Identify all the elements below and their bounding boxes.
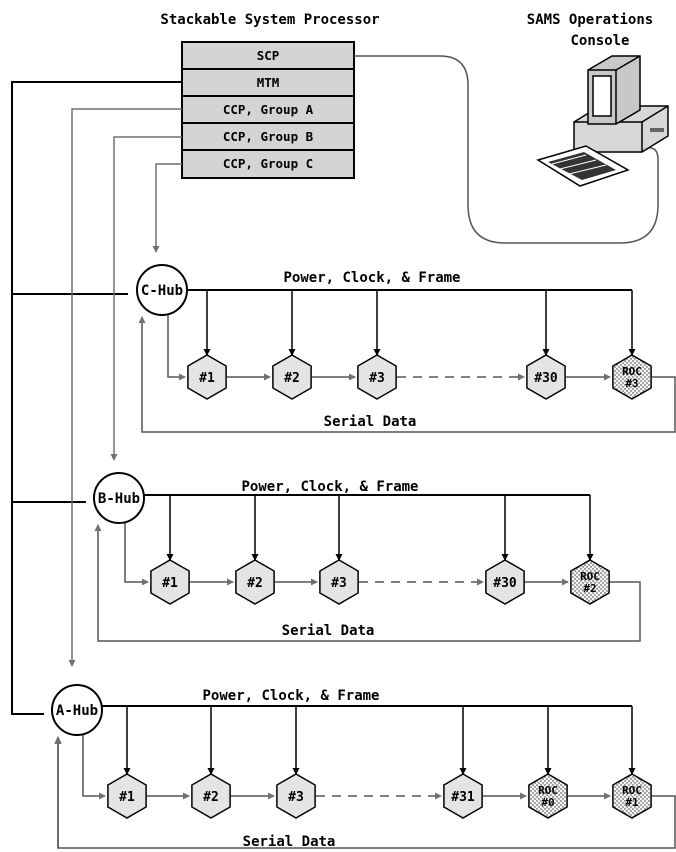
hub-label: C-Hub xyxy=(141,283,183,299)
hub-to-first-node-line xyxy=(83,732,105,796)
stack-row-ccp-a: CCP, Group A xyxy=(182,96,354,123)
roc-number-label: #3 xyxy=(625,377,638,390)
node-number-label: #30 xyxy=(493,576,517,591)
processor-title: Stackable System Processor xyxy=(160,12,379,28)
roc-node: ROC#1 xyxy=(613,774,651,818)
stack-label-ccp-c: CCP, Group C xyxy=(223,156,313,171)
node-number-label: #31 xyxy=(451,790,475,805)
stack-label-ccp-a: CCP, Group A xyxy=(223,102,314,117)
hub-label: B-Hub xyxy=(98,491,140,507)
power-clock-frame-label: Power, Clock, & Frame xyxy=(241,479,418,495)
node-number-label: #3 xyxy=(288,790,304,805)
serial-data-label: Serial Data xyxy=(243,834,336,850)
hub-to-first-node-line xyxy=(125,520,148,582)
hub-to-first-node-line xyxy=(168,312,185,377)
roc-node: ROC#3 xyxy=(613,355,651,399)
stack-label-mtm: MTM xyxy=(257,75,280,90)
stack-row-scp: SCP xyxy=(182,42,354,69)
console-title-line2: Console xyxy=(570,33,629,49)
processor-node: #31 xyxy=(444,774,482,818)
processor-node: #30 xyxy=(486,560,524,604)
node-number-label: #1 xyxy=(199,371,215,386)
processor-node: #2 xyxy=(192,774,230,818)
processor-node: #30 xyxy=(527,355,565,399)
processor-node: #3 xyxy=(320,560,358,604)
stack-label-scp: SCP xyxy=(257,48,280,63)
node-number-label: #3 xyxy=(331,576,347,591)
processor-node: #1 xyxy=(151,560,189,604)
processor-node: #1 xyxy=(188,355,226,399)
ccp-link-c xyxy=(156,164,182,252)
processor-stack: SCP MTM CCP, Group A CCP, Group B CCP, G… xyxy=(182,42,354,178)
stack-label-ccp-b: CCP, Group B xyxy=(223,129,314,144)
node-number-label: #2 xyxy=(247,576,263,591)
node-number-label: #1 xyxy=(119,790,135,805)
stack-row-mtm: MTM xyxy=(182,69,354,96)
processor-node: #1 xyxy=(108,774,146,818)
roc-number-label: #1 xyxy=(625,796,639,809)
node-number-label: #3 xyxy=(369,371,385,386)
serial-loop-line xyxy=(58,737,675,848)
processor-node: #3 xyxy=(358,355,396,399)
console-title-line1: SAMS Operations xyxy=(527,12,653,28)
hub-label: A-Hub xyxy=(56,703,98,719)
node-number-label: #2 xyxy=(284,371,300,386)
roc-number-label: #2 xyxy=(583,582,596,595)
roc-node: ROC#2 xyxy=(571,560,609,604)
power-clock-frame-label: Power, Clock, & Frame xyxy=(283,270,460,286)
node-number-label: #2 xyxy=(203,790,219,805)
roc-number-label: #0 xyxy=(541,796,554,809)
power-clock-frame-label: Power, Clock, & Frame xyxy=(202,688,379,704)
processor-node: #2 xyxy=(273,355,311,399)
processor-node: #3 xyxy=(277,774,315,818)
processor-node: #2 xyxy=(236,560,274,604)
serial-data-label: Serial Data xyxy=(282,623,375,639)
stack-row-ccp-c: CCP, Group C xyxy=(182,150,354,178)
stack-row-ccp-b: CCP, Group B xyxy=(182,123,354,150)
computer-icon xyxy=(538,56,668,186)
serial-data-label: Serial Data xyxy=(324,414,417,430)
node-number-label: #30 xyxy=(534,371,558,386)
node-number-label: #1 xyxy=(162,576,178,591)
roc-node: ROC#0 xyxy=(529,774,567,818)
